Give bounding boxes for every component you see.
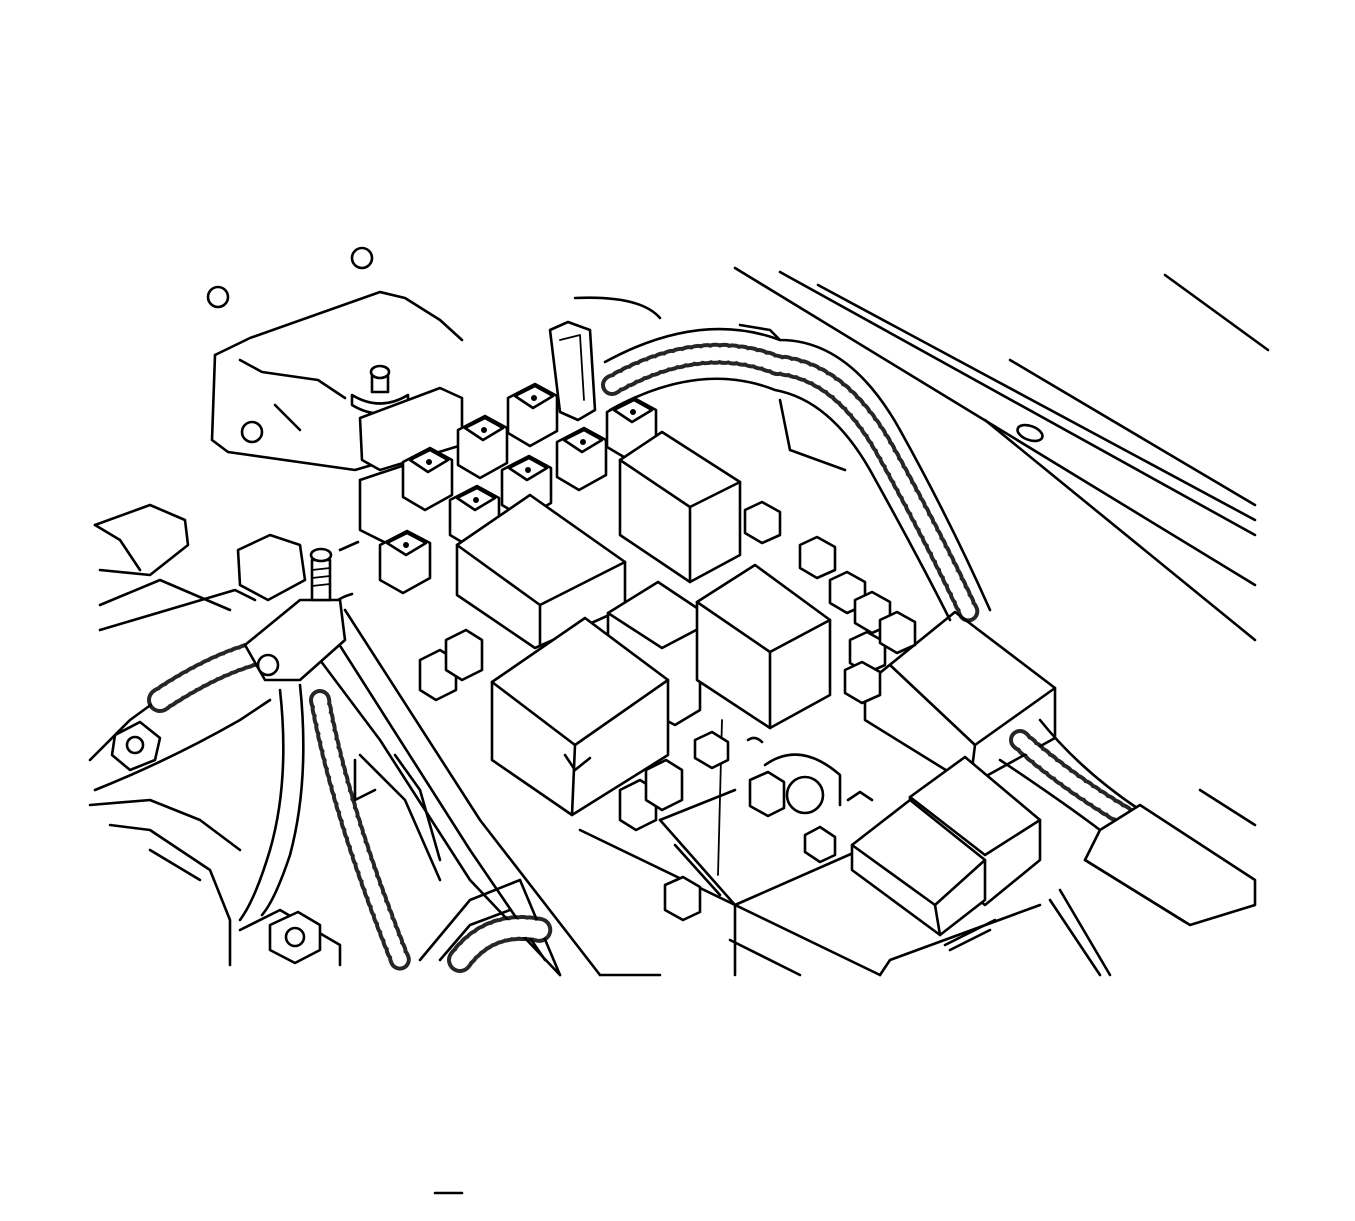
- terminals: [418, 500, 997, 952]
- wiring-harness-right: [601, 323, 1257, 977]
- fuse-puller: [548, 320, 597, 422]
- terminal-pair: [618, 758, 684, 832]
- ribbed-clip: [943, 918, 997, 952]
- panel-hole: [1016, 423, 1044, 443]
- relay: [695, 563, 832, 730]
- bracket-hole: [240, 420, 264, 444]
- fuse: [378, 529, 432, 595]
- mounting-bracket: [206, 246, 662, 472]
- hood-panel-lines: [733, 266, 1270, 642]
- terminal-mark: [846, 790, 874, 802]
- fuse: [555, 426, 608, 492]
- hex-bolt: [268, 910, 322, 965]
- bracket-hole: [206, 285, 230, 309]
- relays: [455, 430, 1057, 937]
- relay: [455, 493, 627, 650]
- terminal-mark: [746, 736, 764, 744]
- relay: [618, 430, 742, 584]
- fuse: [456, 414, 509, 480]
- battery-cable: [236, 533, 411, 971]
- fuse: [401, 446, 454, 512]
- bracket-hole: [350, 246, 374, 270]
- relay: [850, 798, 987, 937]
- terminal-pair: [693, 730, 730, 770]
- mini-fuses: [378, 320, 658, 595]
- terminal: [803, 825, 837, 864]
- terminal-row: [743, 500, 917, 705]
- terminal-pair: [748, 753, 842, 818]
- battery-stud-bolt: [350, 364, 464, 472]
- relay: [490, 616, 670, 817]
- terminal: [663, 875, 702, 922]
- terminal-pair: [418, 628, 484, 702]
- fuse-block-housing: [318, 463, 1042, 977]
- fuse: [506, 382, 559, 448]
- hose-clamp: [110, 720, 162, 772]
